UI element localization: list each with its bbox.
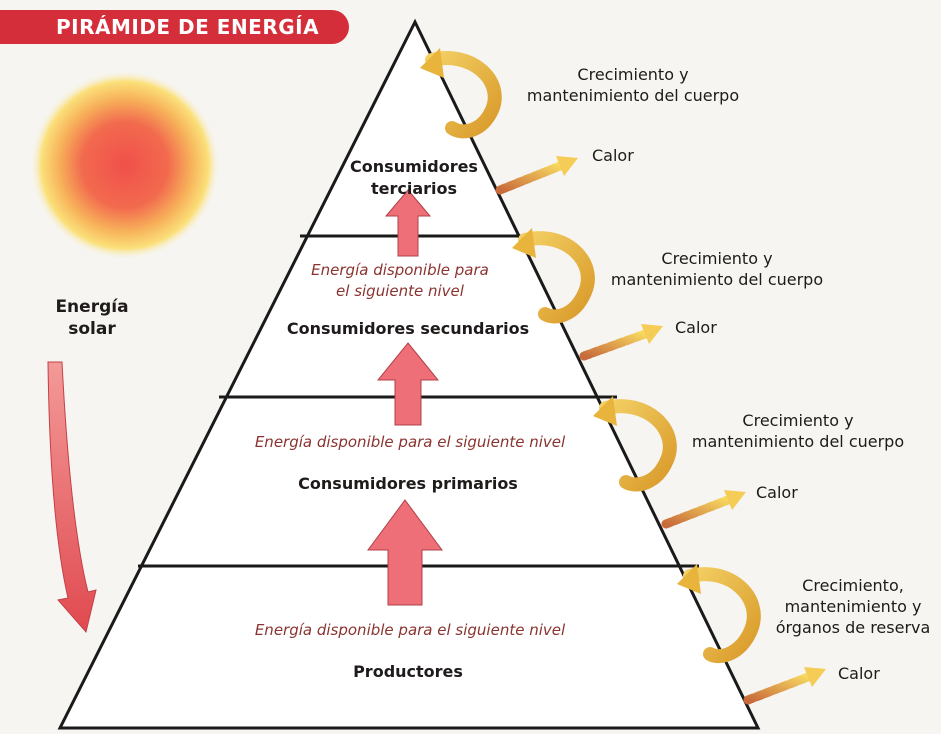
growth-curve-arrow xyxy=(593,396,677,492)
level-name-primary: Consumidores primarios xyxy=(298,474,518,493)
solar-energy-arrow xyxy=(47,361,97,634)
energy-up-arrow xyxy=(367,499,443,606)
solar-energy-label: Energía solar xyxy=(55,297,129,339)
heat-label: Calor xyxy=(756,483,798,502)
growth-note: Crecimiento y mantenimiento del cuerpo xyxy=(526,65,740,105)
sun-icon xyxy=(30,70,220,260)
heat-arrow xyxy=(579,324,663,361)
level-name-secondary: Consumidores secundarios xyxy=(286,319,530,338)
heat-arrow xyxy=(743,667,826,705)
level-name-tertiary: Consumidores terciarios xyxy=(350,157,478,198)
heat-label: Calor xyxy=(592,146,634,165)
energy-up-arrow xyxy=(376,342,440,426)
energy-up-arrow xyxy=(384,189,432,257)
growth-note: Crecimiento, mantenimiento y órganos de … xyxy=(775,576,931,637)
energy-available-note: Energía disponible para el siguiente niv… xyxy=(311,261,489,300)
heat-label: Calor xyxy=(838,664,880,683)
growth-note: Crecimiento y mantenimiento del cuerpo xyxy=(691,411,905,451)
energy-available-note: Energía disponible para el siguiente niv… xyxy=(254,621,566,639)
heat-arrow xyxy=(495,156,578,195)
heat-arrow xyxy=(661,490,746,529)
heat-label: Calor xyxy=(675,318,717,337)
growth-curve-arrow xyxy=(677,564,761,664)
growth-curve-arrow xyxy=(512,228,595,324)
growth-curve-arrow xyxy=(420,48,502,139)
growth-note: Crecimiento y mantenimiento del cuerpo xyxy=(610,249,824,289)
level-name-producers: Productores xyxy=(353,662,463,681)
energy-available-note: Energía disponible para el siguiente niv… xyxy=(254,433,566,451)
page-title: PIRÁMIDE DE ENERGÍA xyxy=(0,10,350,44)
